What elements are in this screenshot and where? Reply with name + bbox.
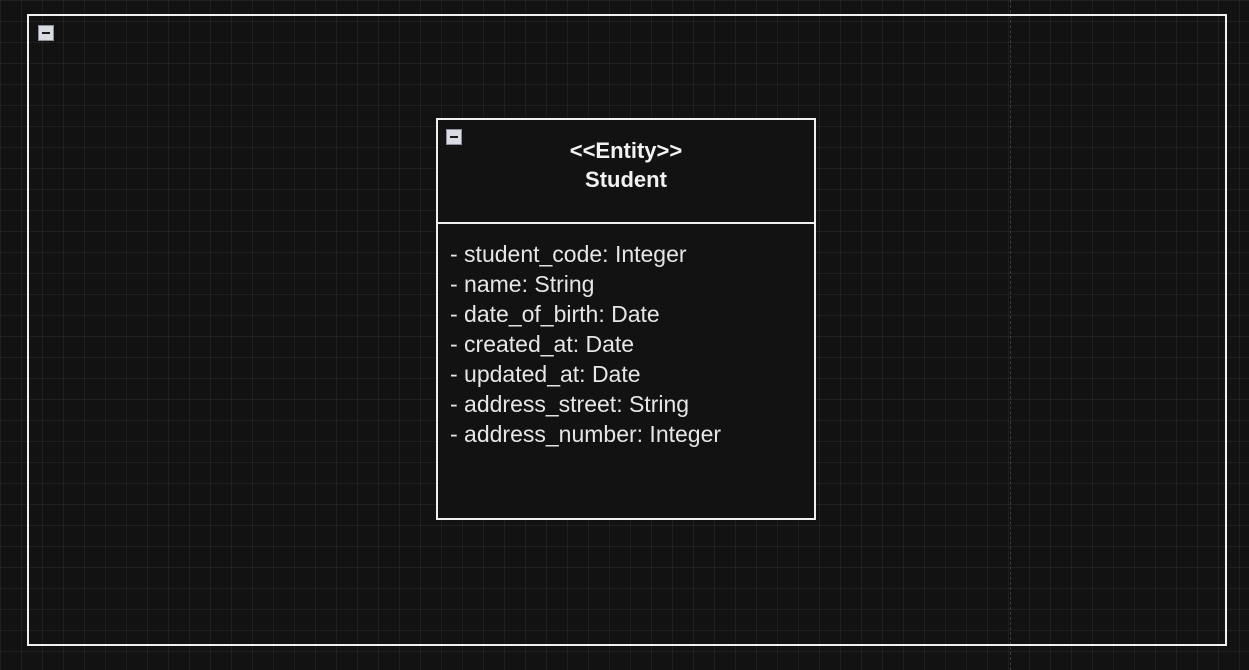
attribute-item[interactable]: - student_code: Integer (450, 241, 687, 267)
entity-header[interactable]: <<Entity>> Student (438, 120, 814, 224)
collapse-icon[interactable] (446, 129, 462, 145)
page-break-line (1010, 0, 1011, 670)
entity-student-class[interactable]: <<Entity>> Student - student_code: Integ… (436, 118, 816, 520)
attribute-item[interactable]: - address_street: String (450, 391, 690, 417)
attribute-list[interactable]: - student_code: Integer - name: String -… (438, 224, 814, 449)
attribute-item[interactable]: - name: String (450, 271, 595, 297)
attribute-item[interactable]: - created_at: Date (450, 331, 635, 357)
entity-name: Student (585, 167, 667, 192)
attribute-item[interactable]: - updated_at: Date (450, 361, 641, 387)
container-frame[interactable] (27, 14, 1227, 646)
entity-stereotype: <<Entity>> (569, 138, 683, 163)
attribute-item[interactable]: - address_number: Integer (450, 421, 722, 447)
collapse-icon[interactable] (38, 25, 54, 41)
attribute-item[interactable]: - date_of_birth: Date (450, 301, 660, 327)
